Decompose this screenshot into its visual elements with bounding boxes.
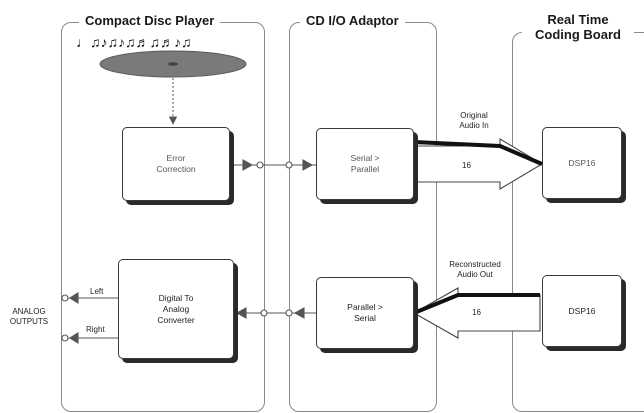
right-output-label: Right	[86, 325, 105, 334]
io-adaptor-title: CD I/O Adaptor	[300, 13, 405, 28]
serial-to-parallel-block: Serial > Parallel	[316, 128, 414, 200]
dac-line2: Analog	[162, 303, 190, 314]
original-audio-line1: Original	[460, 111, 488, 120]
coding-board-title-line1: Real Time	[547, 12, 609, 27]
analog-outputs-heading: ANALOG OUTPUTS	[6, 307, 52, 327]
bottom-connector-line	[235, 307, 316, 319]
original-audio-line2: Audio In	[459, 121, 489, 130]
dac-line1: Digital To	[158, 292, 194, 303]
coding-board-title: Real Time Coding Board	[522, 12, 634, 42]
analog-outputs-line2: OUTPUTS	[9, 317, 49, 326]
original-audio-bus-width: 16	[462, 161, 471, 170]
error-correction-line1: Error	[166, 153, 186, 163]
dsp16-top-label: DSP16	[568, 157, 596, 168]
reconstructed-audio-line1: Reconstructed	[449, 260, 501, 269]
music-notes-icon: ♩♫♪♫♪♫♬♫♬♪♫	[76, 34, 192, 50]
reconstructed-audio-bus-arrow	[412, 287, 541, 339]
left-output-label: Left	[90, 287, 104, 296]
original-audio-label: Original Audio In	[454, 111, 494, 131]
reconstructed-audio-line2: Audio Out	[457, 270, 493, 279]
serial-to-parallel-line2: Parallel	[350, 164, 380, 174]
analog-output-lines	[61, 292, 118, 344]
original-audio-bus-arrow	[413, 138, 544, 190]
reconstructed-audio-label: Reconstructed Audio Out	[440, 260, 510, 280]
parallel-to-serial-block: Parallel > Serial	[316, 277, 414, 349]
dsp16-bottom-block: DSP16	[542, 275, 622, 347]
analog-outputs-line1: ANALOG	[12, 307, 46, 316]
dac-block: Digital To Analog Converter	[118, 259, 234, 359]
error-correction-line2: Correction	[156, 164, 196, 174]
dsp16-bottom-label: DSP16	[568, 305, 596, 316]
serial-to-parallel-line1: Serial >	[350, 153, 380, 163]
reconstructed-audio-bus-width: 16	[472, 308, 481, 317]
parallel-to-serial-line1: Parallel >	[347, 302, 383, 312]
coding-board-title-line2: Coding Board	[535, 27, 621, 42]
top-connector-line	[229, 159, 316, 171]
dac-line3: Converter	[157, 314, 195, 325]
cd-player-title: Compact Disc Player	[79, 13, 221, 28]
dsp16-top-block: DSP16	[542, 127, 622, 199]
error-correction-block: Error Correction	[122, 127, 230, 201]
compact-disc-icon	[99, 50, 247, 78]
parallel-to-serial-line2: Serial	[354, 313, 376, 323]
